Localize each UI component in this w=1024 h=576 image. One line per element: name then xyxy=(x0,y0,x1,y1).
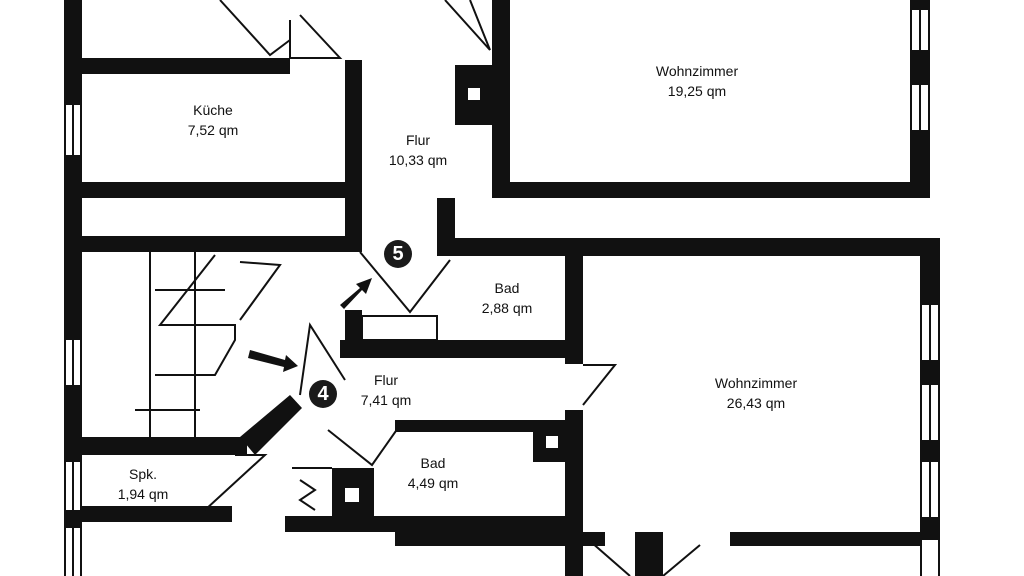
room-name: Küche xyxy=(193,102,233,118)
room-flur-lower: Flur 7,41 qm xyxy=(361,370,412,410)
marker-4: 4 xyxy=(309,380,337,408)
room-area: 1,94 qm xyxy=(117,486,169,502)
room-name: Flur xyxy=(405,132,431,148)
room-name: Bad xyxy=(494,280,520,296)
room-speisekammer: Spk. 1,94 qm xyxy=(118,464,169,504)
room-area: 7,41 qm xyxy=(360,392,412,408)
room-kueche: Küche 7,52 qm xyxy=(188,100,239,140)
room-bad-large: Bad 4,49 qm xyxy=(408,453,459,493)
room-area: 10,33 qm xyxy=(388,152,448,168)
room-area: 4,49 qm xyxy=(407,475,459,491)
room-wohnzimmer-upper: Wohnzimmer 19,25 qm xyxy=(656,61,738,101)
windows xyxy=(66,10,938,576)
room-name: Wohnzimmer xyxy=(714,375,798,391)
room-name: Bad xyxy=(420,455,446,471)
room-area: 2,88 qm xyxy=(481,300,533,316)
room-name: Flur xyxy=(373,372,399,388)
room-flur-upper: Flur 10,33 qm xyxy=(389,130,447,170)
room-area: 7,52 qm xyxy=(187,122,239,138)
marker-5: 5 xyxy=(384,240,412,268)
arrows xyxy=(248,278,372,372)
doors-and-stairs xyxy=(135,0,701,576)
room-wohnzimmer-lower: Wohnzimmer 26,43 qm xyxy=(715,373,797,413)
room-area: 19,25 qm xyxy=(667,83,727,99)
room-name: Spk. xyxy=(128,466,157,482)
room-bad-small: Bad 2,88 qm xyxy=(482,278,533,318)
room-area: 26,43 qm xyxy=(726,395,786,411)
room-name: Wohnzimmer xyxy=(655,63,739,79)
